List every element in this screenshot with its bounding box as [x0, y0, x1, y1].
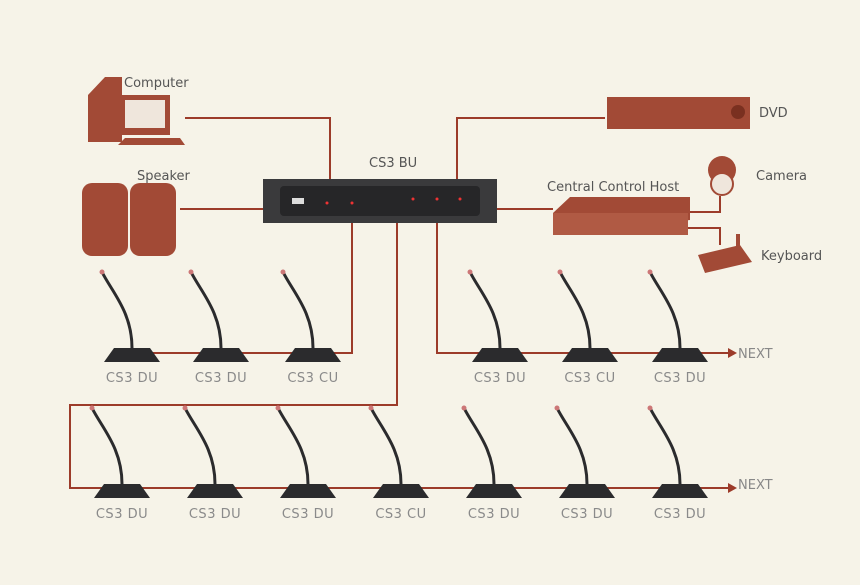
microphone-unit [275, 405, 336, 498]
unit-label: CS3 DU [281, 507, 335, 522]
microphone-unit [89, 405, 150, 498]
camera-label: Camera [756, 169, 808, 184]
dvd-icon [607, 97, 750, 129]
unit-label: CS3 DU [653, 371, 707, 386]
speaker-label: Speaker [137, 169, 190, 184]
cs3-bu-device [263, 179, 497, 223]
microphone-unit [557, 269, 618, 362]
next-label: NEXT [738, 478, 773, 493]
microphone-unit [647, 405, 708, 498]
host-label: Central Control Host [547, 180, 680, 195]
unit-label: CS3 CU [564, 371, 616, 386]
arrow-icon [728, 348, 737, 358]
unit-label: CS3 DU [105, 371, 159, 386]
dvd-label: DVD [759, 106, 788, 121]
microphone-unit [554, 405, 615, 498]
microphone-unit [368, 405, 429, 498]
unit-label: CS3 DU [473, 371, 527, 386]
microphone-unit [647, 269, 708, 362]
unit-label: CS3 DU [560, 507, 614, 522]
microphone-unit [182, 405, 243, 498]
unit-label: CS3 DU [95, 507, 149, 522]
cs3-bu-label: CS3 BU [369, 156, 418, 171]
microphone-unit [280, 269, 341, 362]
unit-label: CS3 DU [467, 507, 521, 522]
keyboard-label: Keyboard [761, 249, 823, 264]
unit-label: CS3 DU [194, 371, 248, 386]
arrow-icon [728, 483, 737, 493]
microphone-unit [467, 269, 528, 362]
microphone-unit [461, 405, 522, 498]
unit-label: CS3 DU [188, 507, 242, 522]
unit-label: CS3 DU [653, 507, 707, 522]
unit-label: CS3 CU [375, 507, 427, 522]
camera-icon [708, 156, 736, 196]
computer-label: Computer [124, 76, 189, 91]
computer-icon [88, 77, 185, 145]
next-label: NEXT [738, 347, 773, 362]
unit-label: CS3 CU [287, 371, 339, 386]
microphone-unit [99, 269, 160, 362]
microphone-unit [188, 269, 249, 362]
central-control-host-icon [553, 197, 690, 235]
keyboard-icon [698, 234, 752, 273]
speaker-icon [82, 183, 176, 256]
